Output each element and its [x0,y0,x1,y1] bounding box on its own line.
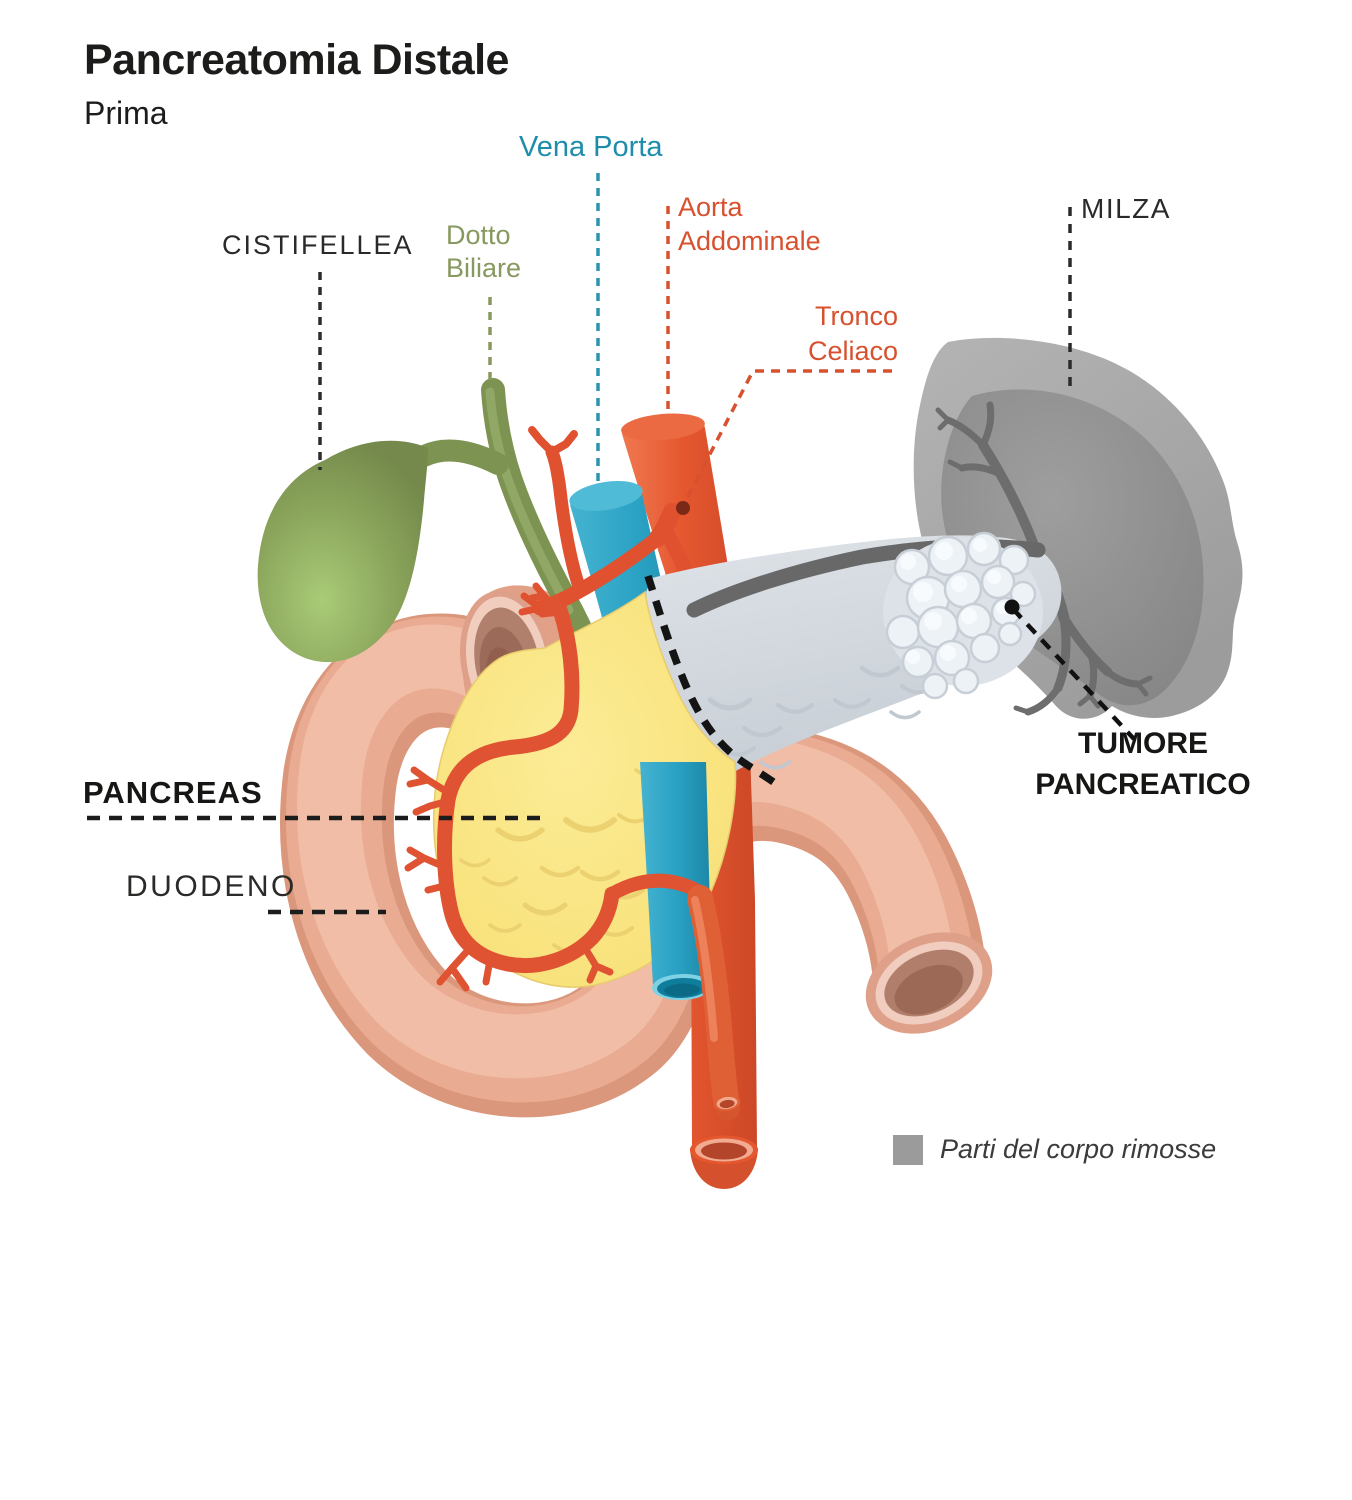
legend: Parti del corpo rimosse [893,1133,1217,1165]
duodenum-open-end [865,932,993,1034]
portal-vein-cap [569,481,643,511]
arcade-twigs [404,582,614,992]
legend-swatch [893,1135,923,1165]
legend-text: Parti del corpo rimosse [940,1133,1217,1164]
hepatic-artery-ascending [545,445,587,597]
label-aorta-addominale: Aorta Addominale [678,192,821,256]
smv-open-end [652,973,712,1001]
label-cistifellea: CISTIFELLEA [222,230,414,260]
splenic-vessel-tree [935,401,1153,716]
label-pancreas: PANCREAS [83,775,263,810]
cystic-duct [413,439,509,475]
label-tumore-pancreatico: TUMORE PANCREATICO [1035,727,1251,801]
pancreaticoduodenal-arcade [404,582,620,992]
leader-tumore [1011,607,1136,741]
label-dotto-biliare: Dotto Biliare [446,220,522,283]
label-vena-porta: Vena Porta [519,131,663,163]
superior-mesenteric-artery [687,885,741,1121]
label-tronco-celiaco: Tronco Celiaco [807,301,898,367]
aorta-top-cap [621,413,705,441]
leader-lines [87,173,1136,915]
sma-open-end [713,1094,741,1121]
pancreatic-tumor [883,531,1043,700]
gallbladder [257,440,428,663]
label-duodeno: DUODENO [126,870,297,903]
page-subtitle: Prima [84,95,168,131]
mesenteric-branch [605,873,703,901]
leader-tronco-celiaco [681,369,892,507]
page-title: Pancreatomia Distale [84,36,509,84]
aorta-open-end [690,1135,758,1189]
celiac-dot [676,501,690,515]
label-milza: MILZA [1081,193,1171,224]
tumor-dot [1004,599,1020,615]
